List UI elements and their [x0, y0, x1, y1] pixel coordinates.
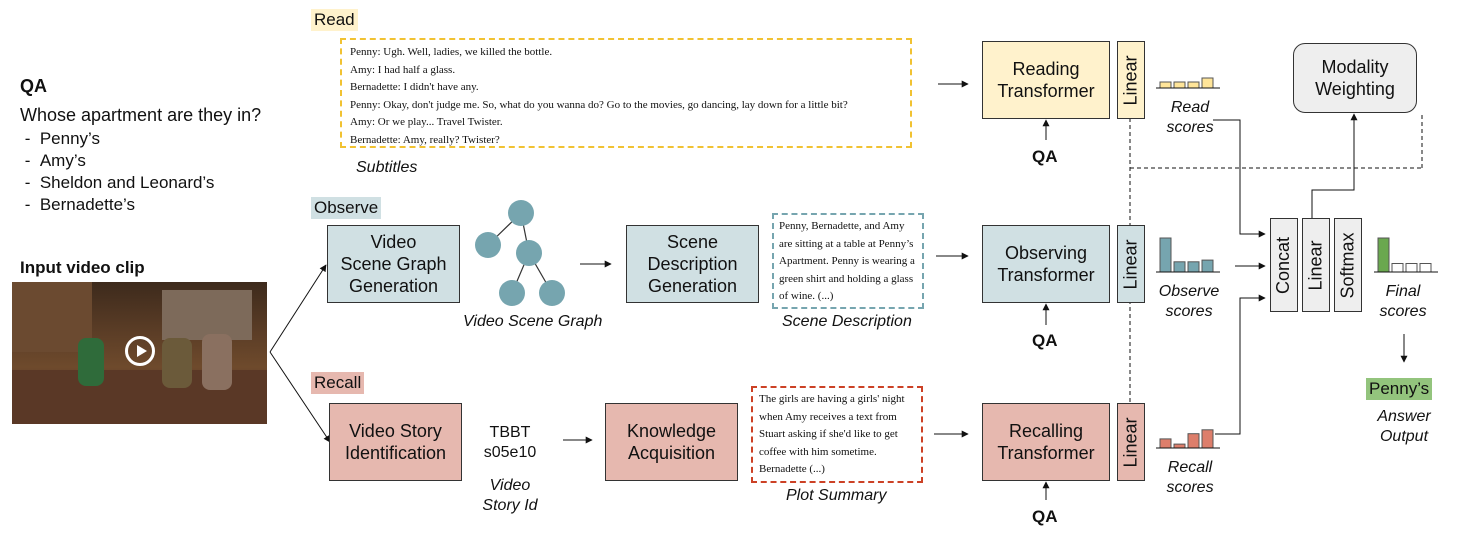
final-score-bar — [1377, 237, 1390, 273]
read-qa-input: QA — [1032, 147, 1058, 166]
scene-description-box: Penny, Bernadette, and Amy are sitting a… — [772, 213, 924, 309]
observe-label: Observe — [311, 197, 382, 219]
final-score-bar — [1391, 263, 1404, 273]
recall-score-bar — [1173, 443, 1186, 449]
qa-option: - Bernadette’s — [20, 195, 135, 214]
read-score-bar — [1173, 81, 1186, 89]
final-scores-caption: Final scores — [1379, 283, 1427, 320]
observe-score-bar — [1187, 261, 1200, 273]
subtitle-line: Amy: I had half a glass. — [350, 63, 456, 76]
scene-graph-caption: Video Scene Graph — [463, 313, 603, 330]
subtitles-caption: Subtitles — [356, 159, 418, 176]
arrow-read-to-concat — [1213, 119, 1266, 238]
observe-score-bar — [1159, 237, 1172, 273]
recall-scores-caption: Recall scores — [1166, 459, 1214, 496]
observe-score-bars — [1156, 237, 1220, 273]
subtitle-line: Penny: Ugh. Well, ladies, we killed the … — [350, 46, 553, 58]
arrow-recall-to-concat — [1215, 294, 1266, 435]
subtitle-line: Bernadette: I didn't have any. — [350, 81, 479, 93]
plot-summary-box: The girls are having a girls' night when… — [751, 386, 923, 483]
read-score-bar — [1159, 81, 1172, 89]
scene-graph-icon — [475, 200, 565, 306]
arrow-input-to-recall — [269, 351, 331, 443]
story-id: TBBT s05e10 — [483, 424, 537, 461]
observe-score-bar — [1173, 261, 1186, 273]
recall-score-bars — [1156, 429, 1220, 449]
observing-transformer: Observing Transformer — [982, 225, 1110, 303]
qa-option: - Sheldon and Leonard’s — [20, 173, 215, 192]
concat-box: Concat — [1270, 218, 1298, 312]
recall-score-bar — [1187, 433, 1200, 449]
reading-transformer: Reading Transformer — [982, 41, 1110, 119]
final-score-bars — [1374, 237, 1438, 273]
final-score-bar — [1405, 263, 1418, 273]
qa-option: - Amy’s — [20, 151, 86, 170]
answer-caption: Answer Output — [1377, 408, 1431, 445]
read-score-bars — [1156, 77, 1220, 89]
knowledge-acquisition: Knowledge Acquisition — [605, 403, 738, 481]
answer-label: Penny’s — [1366, 378, 1433, 400]
softmax-box: Softmax — [1334, 218, 1362, 312]
video-story-identification: Video Story Identification — [329, 403, 462, 481]
recall-linear: Linear — [1117, 403, 1145, 481]
subtitle-line: Amy: Or we play... Travel Twister. — [350, 116, 503, 128]
video-thumbnail[interactable] — [12, 282, 267, 424]
recalling-transformer: Recalling Transformer — [982, 403, 1110, 481]
input-title: Input video clip — [20, 258, 145, 277]
modality-weighting: Modality Weighting — [1293, 43, 1417, 113]
read-label: Read — [311, 9, 358, 31]
qa-question: Whose apartment are they in? — [20, 105, 262, 125]
final-score-bar — [1419, 263, 1432, 273]
observe-qa-input: QA — [1032, 331, 1058, 350]
recall-qa-input: QA — [1032, 507, 1058, 526]
recall-label: Recall — [311, 372, 365, 394]
subtitle-line: Penny: Okay, don't judge me. So, what do… — [350, 98, 848, 111]
read-scores-caption: Read scores — [1166, 99, 1214, 136]
qa-title: QA — [20, 76, 47, 96]
subtitle-line: Bernadette: Amy, really? Twister? — [350, 133, 500, 146]
arrow-input-to-observe — [269, 264, 327, 353]
qa-option: - Penny’s — [20, 129, 101, 148]
scene-description-caption: Scene Description — [782, 313, 912, 330]
recall-score-bar — [1201, 429, 1214, 449]
scene-description-generation: Scene Description Generation — [626, 225, 759, 303]
recall-score-bar — [1159, 438, 1172, 449]
read-score-bar — [1187, 81, 1200, 89]
subtitles-box: Penny: Ugh. Well, ladies, we killed the … — [340, 38, 912, 148]
fusion-linear: Linear — [1302, 218, 1330, 312]
observe-score-bar — [1201, 259, 1214, 273]
play-icon[interactable] — [125, 336, 155, 366]
read-linear: Linear — [1117, 41, 1145, 119]
observe-linear: Linear — [1117, 225, 1145, 303]
observe-scores-caption: Observe scores — [1158, 283, 1220, 320]
plot-summary-caption: Plot Summary — [786, 487, 887, 504]
read-score-bar — [1201, 77, 1214, 89]
arrow-linear-to-weighting — [1311, 113, 1358, 218]
qa-panel: QA Whose apartment are they in? - Penny’… — [20, 76, 261, 216]
story-id-caption: Video Story Id — [482, 477, 538, 514]
scene-graph-generation: Video Scene Graph Generation — [327, 225, 460, 303]
